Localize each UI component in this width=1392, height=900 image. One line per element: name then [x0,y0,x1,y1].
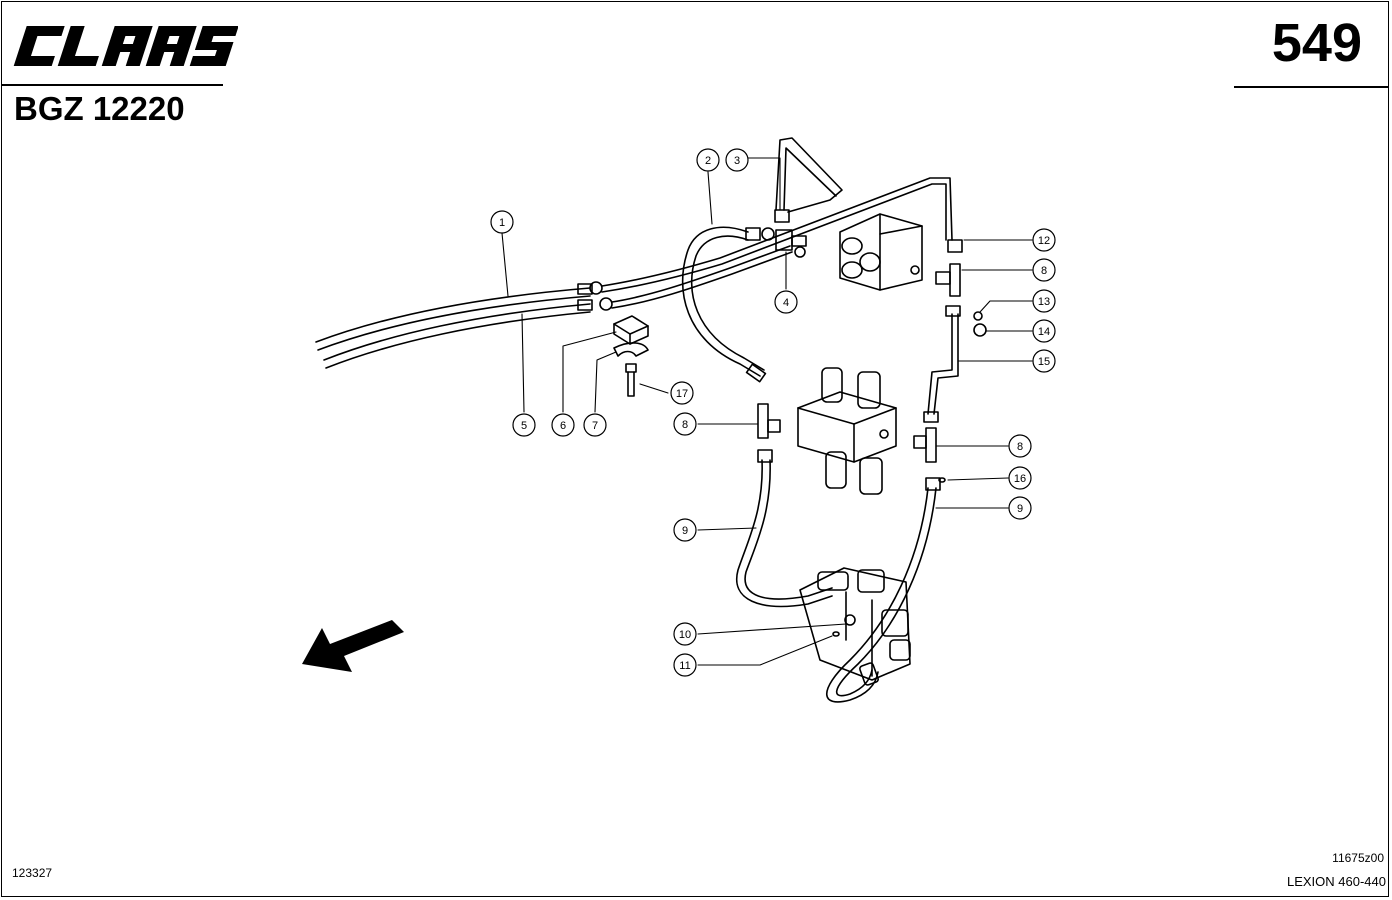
callout-10: 10 [673,622,697,646]
callout-14: 14 [1032,319,1056,343]
tee-fitting-4 [775,229,807,258]
callout-6: 6 [551,413,575,437]
callout-15: 15 [1032,349,1056,373]
callout-7: 7 [583,413,607,437]
svg-text:8: 8 [1041,265,1047,277]
leader-lines [501,157,1033,666]
callout-1: 1 [490,210,514,234]
callout-13: 13 [1032,289,1056,313]
svg-text:2: 2 [705,155,711,167]
svg-text:5: 5 [521,420,527,432]
hose-5 [323,303,591,369]
machine-model: LEXION 460-440 [1286,874,1386,889]
group-code: BGZ 12220 [14,90,185,127]
pipe-upper [601,177,953,293]
svg-text:9: 9 [1017,503,1023,515]
nut-14 [973,323,987,337]
hose-fitting [745,363,767,383]
svg-text:14: 14 [1038,326,1050,338]
clamp-6 [613,315,649,345]
callout-2: 2 [696,148,720,172]
header-rule-right [1234,86,1388,88]
pipe-lower [611,245,793,309]
document-number: 123327 [12,866,53,880]
o-ring-11 [832,631,840,637]
pipe-15 [927,313,959,415]
svg-text:9: 9 [682,525,688,537]
hose-fitting [577,299,593,311]
svg-text:8: 8 [1017,441,1023,453]
callout-8-upper: 8 [1032,258,1056,282]
page-number: 549 [1271,13,1362,73]
union-nut [761,227,775,241]
claas-logo [13,26,238,66]
callout-16: 16 [1008,466,1032,490]
callout-3: 3 [725,148,749,172]
hose-fitting [925,477,941,491]
valve-block-lower [799,567,911,686]
callout-12: 12 [1032,228,1056,252]
callout-4: 4 [774,290,798,314]
svg-text:7: 7 [592,420,598,432]
hose-9-right [825,487,937,703]
svg-text:15: 15 [1038,356,1050,368]
callout-11: 11 [673,653,697,677]
svg-text:10: 10 [679,629,691,641]
svg-text:4: 4 [783,297,789,309]
svg-text:3: 3 [734,155,740,167]
callout-9-right: 9 [1008,496,1032,520]
pipe-fitting [923,411,939,423]
svg-text:1: 1 [499,217,505,229]
hose-fitting [577,283,593,295]
callout-17: 17 [670,381,694,405]
svg-text:11: 11 [679,660,690,672]
header-rule-left [1,84,223,86]
fitting-10 [844,614,856,626]
valve-block-middle [797,367,897,495]
callout-9-left: 9 [673,518,697,542]
hose-fitting [745,227,761,241]
pipe-fitting [774,209,790,223]
pipe-fitting [945,305,961,317]
hose-2 [681,226,765,377]
union-nut [599,297,613,311]
tee-fitting-8-right [913,427,937,463]
svg-text:17: 17 [676,388,688,400]
o-ring-16 [938,477,946,483]
clip-7 [613,342,649,357]
direction-arrow-icon [302,620,404,672]
svg-text:16: 16 [1014,473,1026,485]
bolt-17 [625,363,637,397]
pipe-3 [775,137,843,213]
drawing-reference: 11675z00 [1332,851,1384,865]
svg-text:12: 12 [1038,235,1050,247]
hose-1 [315,287,591,351]
svg-text:8: 8 [682,419,688,431]
callout-5: 5 [512,413,536,437]
callout-8-right: 8 [1008,434,1032,458]
svg-text:6: 6 [560,420,566,432]
pipe-fitting [947,239,963,253]
tee-fitting-8-left [757,403,781,439]
tee-fitting-8-upper [935,263,961,297]
callout-8-left: 8 [673,412,697,436]
valve-block-upper [839,213,923,291]
hose-fitting [757,449,773,463]
svg-text:13: 13 [1038,296,1050,308]
union-nut [589,281,603,295]
hose-9-left [735,459,833,608]
washer-13 [973,311,983,321]
